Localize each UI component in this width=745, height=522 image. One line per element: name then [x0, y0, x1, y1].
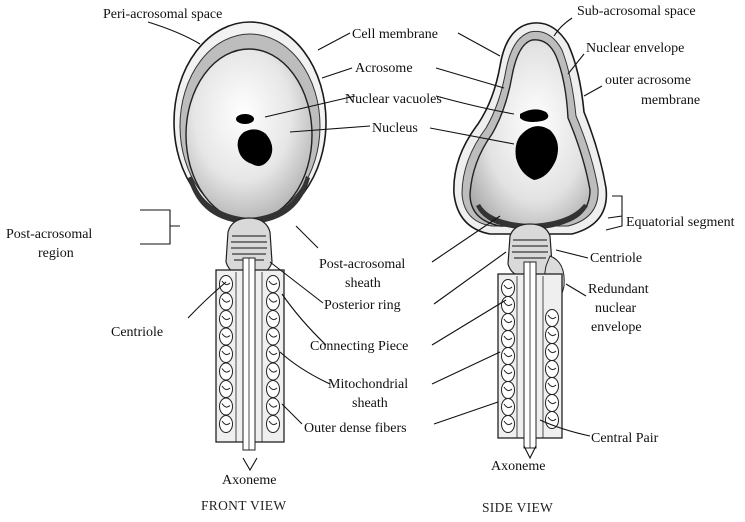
label-outer-acrosome-membrane-1: outer acrosome: [605, 73, 691, 88]
front-mitochondria-left: [220, 276, 233, 433]
label-centriole-right: Centriole: [590, 251, 642, 266]
label-mitochondrial-sheath-1: Mitochondrial: [328, 377, 408, 392]
label-cell-membrane: Cell membrane: [352, 27, 438, 42]
label-post-acrosomal-region-1: Post-acrosomal: [6, 227, 92, 242]
label-outer-acrosome-membrane-2: membrane: [641, 93, 700, 108]
label-acrosome: Acrosome: [355, 61, 413, 76]
label-front-view: FRONT VIEW: [201, 498, 286, 513]
label-post-acrosomal-region-2: region: [38, 246, 74, 261]
label-axoneme-left: Axoneme: [222, 473, 276, 488]
label-nuclear-vacuoles: Nuclear vacuoles: [345, 92, 442, 107]
label-outer-dense-fibers: Outer dense fibers: [304, 421, 407, 436]
label-post-acrosomal-sheath-1: Post-acrosomal: [319, 257, 405, 272]
label-peri-acrosomal-space: Peri-acrosomal space: [103, 7, 222, 22]
front-mitochondria-right: [267, 276, 280, 433]
side-mitochondria-left: [502, 280, 515, 433]
label-central-pair: Central Pair: [591, 431, 659, 446]
label-redundant-nuclear-envelope-1: Redundant: [588, 282, 649, 297]
label-redundant-nuclear-envelope-3: envelope: [591, 320, 642, 335]
side-view-sperm: [454, 23, 607, 448]
label-connecting-piece: Connecting Piece: [310, 339, 408, 354]
label-post-acrosomal-sheath-2: sheath: [345, 276, 381, 291]
front-view-sperm: [174, 22, 326, 450]
label-nuclear-envelope: Nuclear envelope: [586, 41, 684, 56]
label-sub-acrosomal-space: Sub-acrosomal space: [577, 4, 696, 19]
label-equatorial-segment: Equatorial segment: [626, 215, 735, 230]
label-nucleus: Nucleus: [372, 121, 418, 136]
label-axoneme-right: Axoneme: [491, 459, 545, 474]
front-vacuole-small: [236, 114, 254, 124]
label-mitochondrial-sheath-2: sheath: [352, 396, 388, 411]
label-posterior-ring: Posterior ring: [324, 298, 401, 313]
label-side-view: SIDE VIEW: [482, 500, 553, 515]
label-centriole-left: Centriole: [111, 325, 163, 340]
labels: Peri-acrosomal space Cell membrane Acros…: [6, 4, 735, 515]
label-redundant-nuclear-envelope-2: nuclear: [595, 301, 637, 316]
